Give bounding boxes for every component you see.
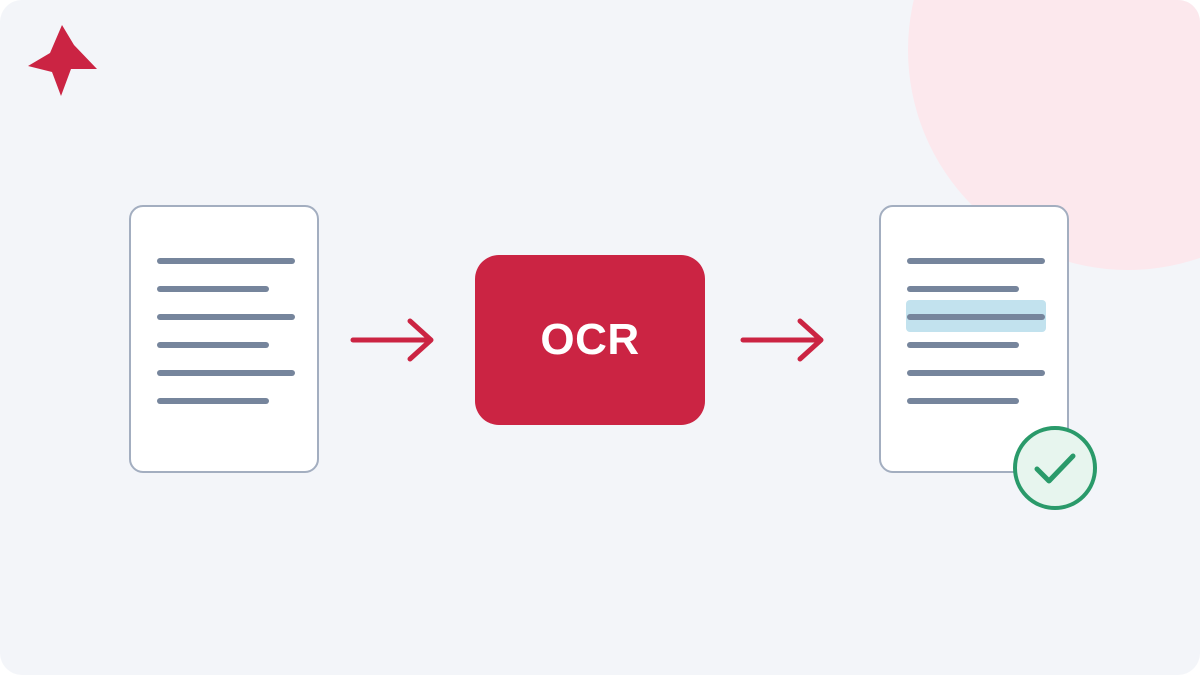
ocr-process-box: OCR [475,255,705,425]
text-line [907,370,1045,376]
result-document [879,205,1069,473]
text-line [907,286,1019,292]
arrow-right-icon [350,318,434,362]
arrow-right-icon [740,318,824,362]
ocr-label: OCR [540,315,640,364]
text-line [907,258,1045,264]
text-line [157,314,295,320]
text-line [157,370,295,376]
text-line-highlighted [907,314,1045,320]
text-line [157,342,269,348]
text-line [157,398,269,404]
source-document [129,205,319,473]
star-logo-icon [28,25,97,96]
text-line [157,286,269,292]
text-line [157,258,295,264]
text-line [907,342,1019,348]
checkmark-circle-icon [1013,426,1097,510]
text-line [907,398,1019,404]
